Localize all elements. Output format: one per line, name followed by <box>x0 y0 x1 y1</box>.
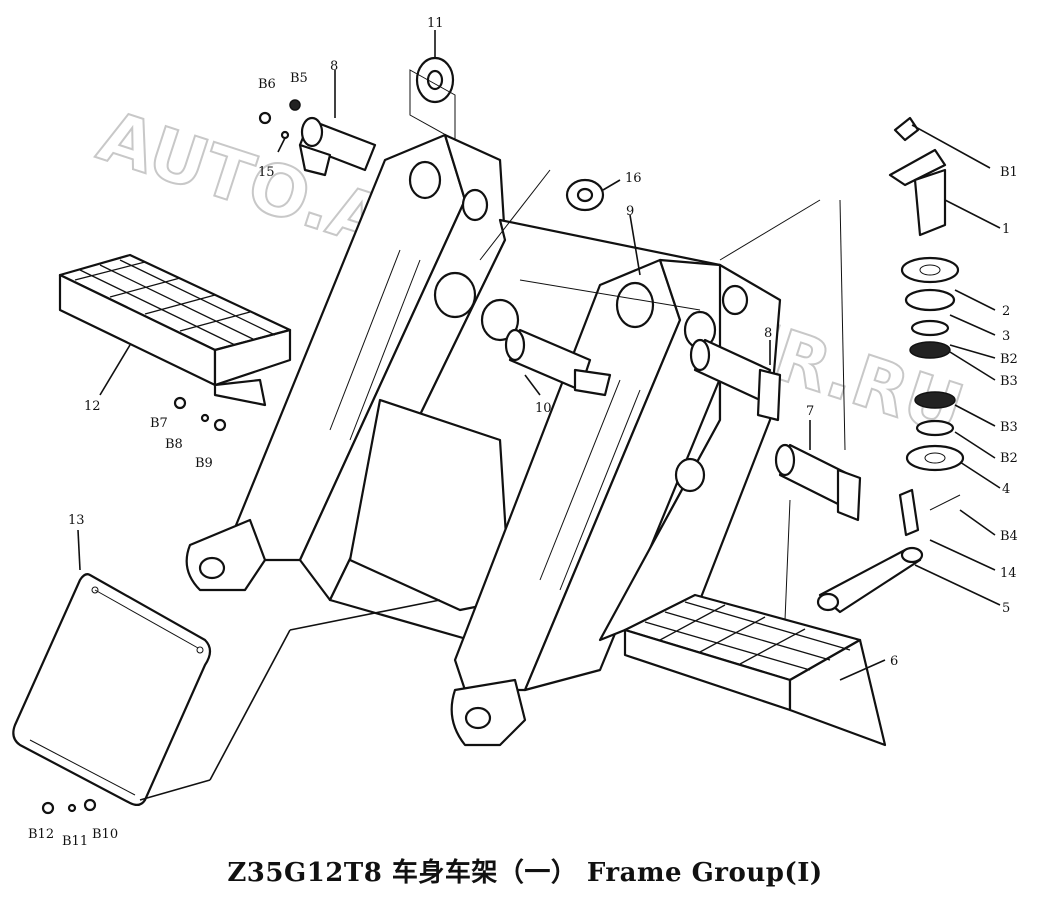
label-13: 13 <box>68 513 85 528</box>
label-9: 9 <box>626 204 634 219</box>
label-3: 3 <box>1002 329 1010 344</box>
washer-16 <box>565 178 605 212</box>
frame-body <box>185 133 782 747</box>
fasteners-plate-13 <box>41 798 97 815</box>
pin-8-right <box>689 338 782 422</box>
label-4: 4 <box>1002 482 1010 497</box>
label-B12: B12 <box>28 827 54 842</box>
label-6: 6 <box>890 654 898 669</box>
label-2: 2 <box>1002 304 1010 319</box>
fasteners-step-12 <box>173 396 227 432</box>
label-11: 11 <box>427 16 444 31</box>
label-B1: B1 <box>1000 165 1018 180</box>
step-6 <box>623 593 887 747</box>
label-B5: B5 <box>290 71 308 86</box>
label-B3-upper: B3 <box>1000 374 1018 389</box>
label-16: 16 <box>625 171 642 186</box>
label-14: 14 <box>1000 566 1017 581</box>
washer-11 <box>409 56 456 141</box>
pin-10 <box>504 328 612 397</box>
diagram-caption: Z35G12T8 车身车架（一） Frame Group(Ⅰ) <box>227 858 823 888</box>
label-5: 5 <box>1002 601 1010 616</box>
label-B3-lower: B3 <box>1000 420 1018 435</box>
label-B4: B4 <box>1000 529 1018 544</box>
label-B9: B9 <box>195 456 213 471</box>
fasteners-top-left <box>258 99 301 140</box>
label-12: 12 <box>84 399 101 414</box>
label-15: 15 <box>258 165 275 180</box>
label-B2-lower: B2 <box>1000 451 1018 466</box>
bearing-stack <box>816 116 965 614</box>
step-12 <box>58 253 292 407</box>
callout-labels: 11 8 B6 B5 15 16 9 B1 1 2 3 B2 B3 B3 B2 … <box>28 16 1018 849</box>
label-7: 7 <box>806 404 814 419</box>
label-B8: B8 <box>165 437 183 452</box>
pin-8-top <box>298 116 377 177</box>
label-B11: B11 <box>62 834 88 849</box>
pin-7 <box>774 443 862 522</box>
label-8-right: 8 <box>764 326 772 341</box>
plate-13 <box>12 573 212 807</box>
leader-lines <box>77 30 1001 801</box>
label-B10: B10 <box>92 827 118 842</box>
label-B2-upper: B2 <box>1000 352 1018 367</box>
label-1: 1 <box>1002 222 1010 237</box>
label-8-top: 8 <box>330 59 338 74</box>
label-B6: B6 <box>258 77 276 92</box>
label-B7: B7 <box>150 416 168 431</box>
label-10: 10 <box>535 401 552 416</box>
